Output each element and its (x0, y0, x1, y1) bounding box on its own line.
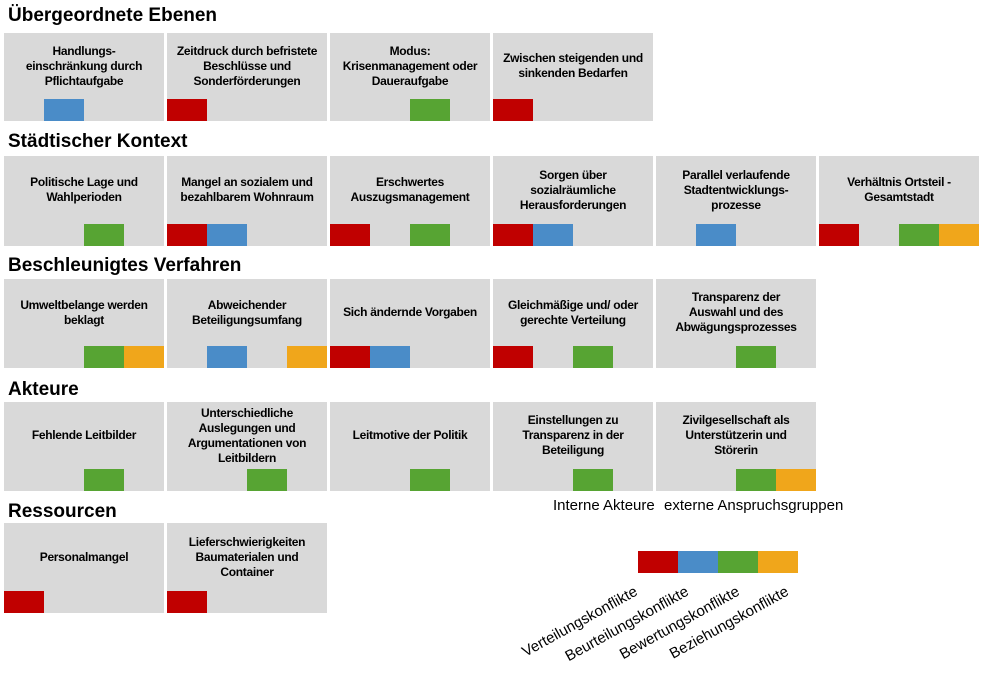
concept-box: Lieferschwierigkeiten Baumaterialen und … (167, 523, 327, 613)
concept-box-label: Fehlende Leitbilder (31, 428, 137, 442)
conflict-marker-blue (44, 99, 84, 121)
conflict-marker-red (330, 224, 370, 246)
conflict-marker-red (167, 99, 207, 121)
concept-box: Einstellungen zu Transparenz in der Bete… (493, 402, 653, 491)
concept-box: Leitmotive der Politik (330, 402, 490, 491)
concept-box-label: Zivilgesellschaft als Unterstützerin und… (682, 413, 790, 457)
conflict-marker-green (410, 99, 450, 121)
box-row-ressourcen: Personalmangel Lieferschwierigkeiten Baum… (4, 523, 327, 613)
concept-box-label: Sich ändernde Vorgaben (343, 305, 477, 319)
section-title-ressourcen: Ressourcen (8, 501, 117, 522)
conflict-marker-blue (207, 346, 247, 368)
section-title-staedtischer-kontext: Städtischer Kontext (8, 131, 188, 152)
concept-box-label: Leitmotive der Politik (352, 428, 468, 442)
section-title-akteure: Akteure (8, 379, 79, 400)
conflict-marker-green (247, 469, 287, 491)
conflict-marker-red (493, 224, 533, 246)
conflict-marker-red (167, 591, 207, 613)
caption-interne-akteure: Interne Akteure (553, 497, 655, 514)
concept-box-label: Erschwertes Auszugsmanagement (350, 175, 470, 204)
conflict-marker-green (84, 469, 124, 491)
concept-box: Modus: Krisenmanagement oder Daueraufgab… (330, 33, 490, 121)
conflict-marker-green (573, 469, 613, 491)
concept-box-label: Zeitdruck durch befristete Beschlüsse un… (176, 43, 318, 88)
conflict-marker-blue (533, 224, 573, 246)
concept-box-label: Handlungs- einschränkung durch Pflichtau… (25, 43, 143, 88)
concept-box: Parallel verlaufende Stadtentwicklungs- … (656, 156, 816, 246)
conflict-marker-red (493, 346, 533, 368)
conflict-marker-green (410, 469, 450, 491)
concept-box-label: Modus: Krisenmanagement oder Daueraufgab… (342, 43, 478, 88)
concept-box-label: Abweichender Beteiligungsumfang (192, 297, 302, 327)
concept-box-label: Zwischen steigenden und sinkenden Bedarf… (503, 51, 643, 80)
concept-box: Zivilgesellschaft als Unterstützerin und… (656, 402, 816, 491)
conflict-marker-orange (287, 346, 327, 368)
conflict-marker-red (330, 346, 370, 368)
legend-swatch (718, 551, 758, 573)
legend-swatch (678, 551, 718, 573)
concept-box: Umweltbelange werden beklagt (4, 279, 164, 368)
conflict-marker-green (410, 224, 450, 246)
concept-box: Gleichmäßige und/ oder gerechte Verteilu… (493, 279, 653, 368)
legend-swatch (758, 551, 798, 573)
conflict-marker-red (167, 224, 207, 246)
conflict-marker-red (493, 99, 533, 121)
conflict-marker-red (4, 591, 44, 613)
concept-box: Mangel an sozialem und bezahlbarem Wohnr… (167, 156, 327, 246)
legend-swatch (638, 551, 678, 573)
concept-box-label: Politische Lage und Wahlperioden (30, 175, 138, 204)
concept-box-label: Personalmangel (39, 549, 129, 564)
concept-box-label: Gleichmäßige und/ oder gerechte Verteilu… (507, 297, 639, 327)
conflict-marker-red (819, 224, 859, 246)
concept-box: Personalmangel (4, 523, 164, 613)
conflict-marker-orange (776, 469, 816, 491)
conflict-marker-green (899, 224, 939, 246)
conflict-marker-green (736, 346, 776, 368)
conflict-marker-blue (370, 346, 410, 368)
concept-box-label: Umweltbelange werden beklagt (20, 297, 148, 327)
concept-box-label: Lieferschwierigkeiten Baumaterialen und … (188, 534, 306, 579)
concept-box: Unterschiedliche Auslegungen und Argumen… (167, 402, 327, 491)
concept-box: Zwischen steigenden und sinkenden Bedarf… (493, 33, 653, 121)
concept-box: Sich ändernde Vorgaben (330, 279, 490, 368)
box-row-beschleunigtes-verfahren: Umweltbelange werden beklagt Abweichender… (4, 279, 816, 368)
concept-box-label: Parallel verlaufende Stadtentwicklungs- … (682, 167, 790, 212)
conflict-marker-orange (939, 224, 979, 246)
concept-box-label: Einstellungen zu Transparenz in der Bete… (522, 413, 624, 457)
concept-box-label: Transparenz der Auswahl und des Abwägung… (675, 290, 797, 334)
conflict-marker-orange (124, 346, 164, 368)
concept-box: Erschwertes Auszugsmanagement (330, 156, 490, 246)
concept-box: Politische Lage und Wahlperioden (4, 156, 164, 246)
box-row-staedtischer-kontext: Politische Lage und Wahlperioden Mangel a… (4, 156, 979, 246)
concept-box-label: Mangel an sozialem und bezahlbarem Wohnr… (180, 175, 314, 204)
conflict-marker-green (84, 346, 124, 368)
caption-externe-anspruchsgruppen: externe Anspruchsgruppen (664, 497, 844, 514)
box-row-akteure: Fehlende Leitbilder Unterschiedliche Ausl… (4, 402, 816, 491)
box-row-uebergeordnete-ebenen: Handlungs- einschränkung durch Pflichtau… (4, 33, 653, 121)
conflict-marker-green (573, 346, 613, 368)
conflict-marker-blue (207, 224, 247, 246)
concept-box: Verhältnis Ortsteil - Gesamtstadt (819, 156, 979, 246)
concept-box-label: Unterschiedliche Auslegungen und Argumen… (187, 405, 307, 465)
section-title-uebergeordnete-ebenen: Übergeordnete Ebenen (8, 5, 218, 26)
conflict-marker-green (736, 469, 776, 491)
concept-box: Transparenz der Auswahl und des Abwägung… (656, 279, 816, 368)
concept-box-label: Verhältnis Ortsteil - Gesamtstadt (847, 175, 951, 204)
concept-box-label: Sorgen über sozialräumliche Herausforder… (519, 167, 627, 212)
concept-box: Sorgen über sozialräumliche Herausforder… (493, 156, 653, 246)
conflict-marker-blue (696, 224, 736, 246)
conflict-marker-green (84, 224, 124, 246)
concept-box: Handlungs- einschränkung durch Pflichtau… (4, 33, 164, 121)
concept-box: Zeitdruck durch befristete Beschlüsse un… (167, 33, 327, 121)
concept-box: Abweichender Beteiligungsumfang (167, 279, 327, 368)
concept-box: Fehlende Leitbilder (4, 402, 164, 491)
section-title-beschleunigtes-verfahren: Beschleunigtes Verfahren (8, 255, 242, 276)
legend (638, 551, 798, 573)
